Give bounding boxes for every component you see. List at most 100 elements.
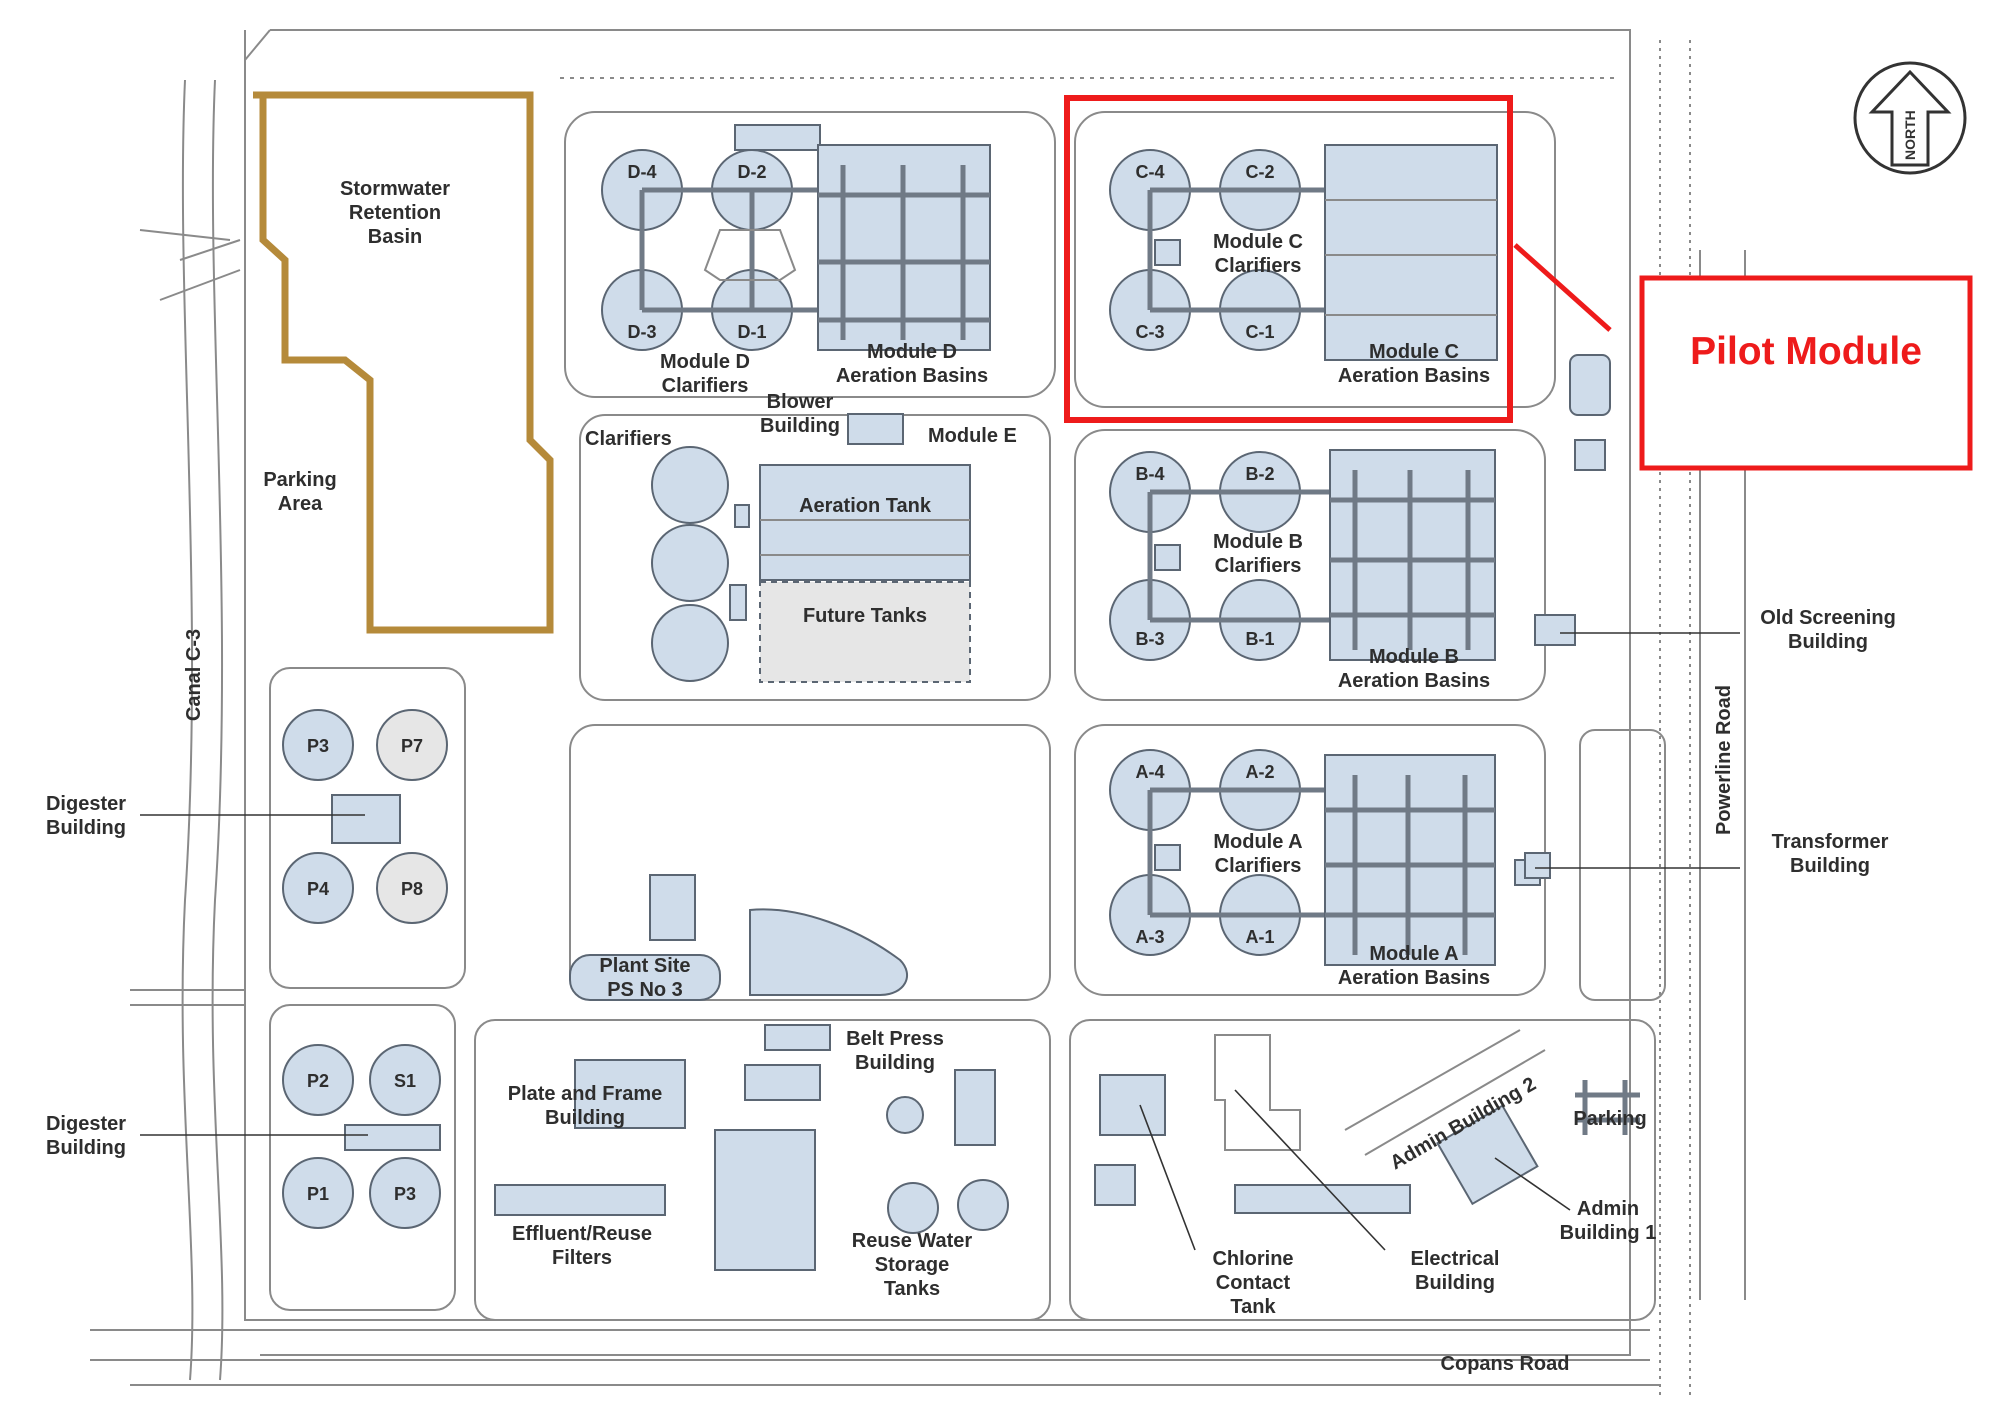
digester-label: P3 bbox=[394, 1184, 416, 1204]
pilot-module-callout: Pilot Module bbox=[1064, 95, 1973, 471]
module-b-clarifiers-label-1: Module B bbox=[1213, 531, 1303, 553]
electrical-label-2: Building bbox=[1415, 1272, 1495, 1294]
digester-label: P8 bbox=[401, 879, 423, 899]
electrical-label-1: Electrical bbox=[1411, 1248, 1500, 1270]
unit-label: D-2 bbox=[737, 162, 766, 182]
module-e-label: Module E bbox=[928, 425, 1017, 447]
plant-site-label-1: Plant Site bbox=[599, 955, 690, 977]
aeration-tank-label: Aeration Tank bbox=[799, 495, 932, 517]
module-d-clarifiers-label-1: Module D bbox=[660, 351, 750, 373]
module-a-clarifiers-label-2: Clarifiers bbox=[1215, 855, 1302, 877]
admin-building-1-label-2: Building 1 bbox=[1560, 1222, 1657, 1244]
clarifiers-e-label: Clarifiers bbox=[585, 428, 672, 450]
reuse-tanks-label-1: Reuse Water bbox=[852, 1230, 973, 1252]
chlorine-label-2: Contact bbox=[1216, 1272, 1291, 1294]
effluent-filters-label-1: Effluent/Reuse bbox=[512, 1223, 652, 1245]
unit-label: A-1 bbox=[1245, 927, 1274, 947]
chlorine-label-3: Tank bbox=[1230, 1296, 1276, 1318]
module-a: A-4 A-2 A-3 A-1 Module A Clarifiers Modu… bbox=[1109, 749, 1541, 989]
module-e: Clarifiers Blower Building Module E Aera… bbox=[585, 391, 1017, 683]
module-d-basins-label-1: Module D bbox=[867, 341, 957, 363]
unit-label: A-4 bbox=[1135, 762, 1164, 782]
stormwater-label-2: Retention bbox=[349, 202, 441, 224]
belt-press-label-1: Belt Press bbox=[846, 1028, 944, 1050]
digester-building-upper-label-2: Building bbox=[46, 817, 126, 839]
module-a-clarifiers-label-1: Module A bbox=[1213, 831, 1302, 853]
module-b: B-4 B-2 B-3 B-1 Module B Clarifiers Modu… bbox=[1109, 449, 1576, 692]
module-b-basins-label-2: Aeration Basins bbox=[1338, 670, 1490, 692]
plant-site-ps-no3: Plant Site PS No 3 bbox=[569, 874, 909, 1001]
digester-label: P2 bbox=[307, 1071, 329, 1091]
module-a-basins-label-2: Aeration Basins bbox=[1338, 967, 1490, 989]
unit-label: D-1 bbox=[737, 322, 766, 342]
digester-label: P7 bbox=[401, 736, 423, 756]
blower-label-2: Building bbox=[760, 415, 840, 437]
digester-building-upper-label-1: Digester bbox=[46, 793, 126, 815]
transformer-label-2: Building bbox=[1790, 855, 1870, 877]
unit-label: B-4 bbox=[1135, 464, 1164, 484]
plate-frame-label-2: Building bbox=[545, 1107, 625, 1129]
effluent-filters-label-2: Filters bbox=[552, 1247, 612, 1269]
site-roads bbox=[90, 29, 1746, 1395]
reuse-tanks-label-2: Storage bbox=[875, 1254, 949, 1276]
module-b-clarifiers-label-2: Clarifiers bbox=[1215, 555, 1302, 577]
transformer-label-1: Transformer bbox=[1772, 831, 1889, 853]
solids-buildings: Belt Press Building Plate and Frame Buil… bbox=[494, 1024, 1009, 1300]
stormwater-retention-basin: Stormwater Retention Basin bbox=[253, 91, 554, 634]
module-c-clarifiers-label-2: Clarifiers bbox=[1215, 255, 1302, 277]
module-c: C-4 C-2 C-3 C-1 Module C Clarifiers Modu… bbox=[1109, 144, 1498, 387]
unit-label: B-3 bbox=[1135, 629, 1164, 649]
right-side-buildings: Old Screening Building Transformer Build… bbox=[1524, 354, 1896, 879]
unit-label: B-1 bbox=[1245, 629, 1274, 649]
north-label: NORTH bbox=[1902, 110, 1918, 160]
unit-label: C-2 bbox=[1245, 162, 1274, 182]
module-c-clarifiers-label-1: Module C bbox=[1213, 231, 1303, 253]
module-c-basins-label-2: Aeration Basins bbox=[1338, 365, 1490, 387]
digester-group-lower: P2 S1 P1 P3 Digester Building bbox=[46, 1044, 441, 1229]
plant-site-label-2: PS No 3 bbox=[607, 979, 683, 1001]
unit-label: B-2 bbox=[1245, 464, 1274, 484]
unit-label: D-4 bbox=[627, 162, 656, 182]
unit-label: C-1 bbox=[1245, 322, 1274, 342]
chlorine-label-1: Chlorine bbox=[1212, 1248, 1293, 1270]
unit-label: A-3 bbox=[1135, 927, 1164, 947]
unit-label: C-4 bbox=[1135, 162, 1164, 182]
stormwater-label-3: Basin bbox=[368, 226, 422, 248]
parking-area-label-1: Parking bbox=[263, 469, 336, 491]
digester-label: S1 bbox=[394, 1071, 416, 1091]
reuse-tanks-label-3: Tanks bbox=[884, 1278, 940, 1300]
unit-label: D-3 bbox=[627, 322, 656, 342]
unit-label: A-2 bbox=[1245, 762, 1274, 782]
module-b-basins-label-1: Module B bbox=[1369, 646, 1459, 668]
powerline-road-label: Powerline Road bbox=[1713, 685, 1735, 835]
stormwater-label-1: Stormwater bbox=[340, 178, 450, 200]
module-a-basins-label-1: Module A bbox=[1369, 943, 1458, 965]
digester-label: P1 bbox=[307, 1184, 329, 1204]
canal-c3: Canal C-3 bbox=[181, 79, 224, 1381]
parking-label: Parking bbox=[1573, 1108, 1646, 1130]
plate-frame-label-1: Plate and Frame bbox=[508, 1083, 663, 1105]
unit-label: C-3 bbox=[1135, 322, 1164, 342]
digester-label: P4 bbox=[307, 879, 329, 899]
module-d-basins-label-2: Aeration Basins bbox=[836, 365, 988, 387]
copans-road-label: Copans Road bbox=[1441, 1353, 1570, 1375]
module-c-basins-label-1: Module C bbox=[1369, 341, 1459, 363]
belt-press-label-2: Building bbox=[855, 1052, 935, 1074]
old-screening-label-2: Building bbox=[1788, 631, 1868, 653]
digester-group-upper: P3 P7 P4 P8 Digester Building bbox=[46, 709, 448, 924]
future-tanks-label: Future Tanks bbox=[803, 605, 927, 627]
canal-label: Canal C-3 bbox=[183, 629, 205, 721]
old-screening-label-1: Old Screening bbox=[1760, 607, 1896, 629]
block-outlines bbox=[269, 111, 1666, 1321]
blower-label-1: Blower bbox=[767, 391, 834, 413]
pilot-module-label: Pilot Module bbox=[1690, 330, 1922, 373]
module-d: D-4 D-2 D-3 D-1 Module D Clarifiers Modu… bbox=[601, 124, 991, 397]
module-d-clarifiers-label-2: Clarifiers bbox=[662, 375, 749, 397]
admin-building-1-label-1: Admin bbox=[1577, 1198, 1639, 1220]
parking-area-label-2: Area bbox=[278, 493, 323, 515]
north-arrow-icon: NORTH bbox=[1853, 61, 1967, 175]
digester-building-lower-label-2: Building bbox=[46, 1137, 126, 1159]
digester-label: P3 bbox=[307, 736, 329, 756]
digester-building-lower-label-1: Digester bbox=[46, 1113, 126, 1135]
